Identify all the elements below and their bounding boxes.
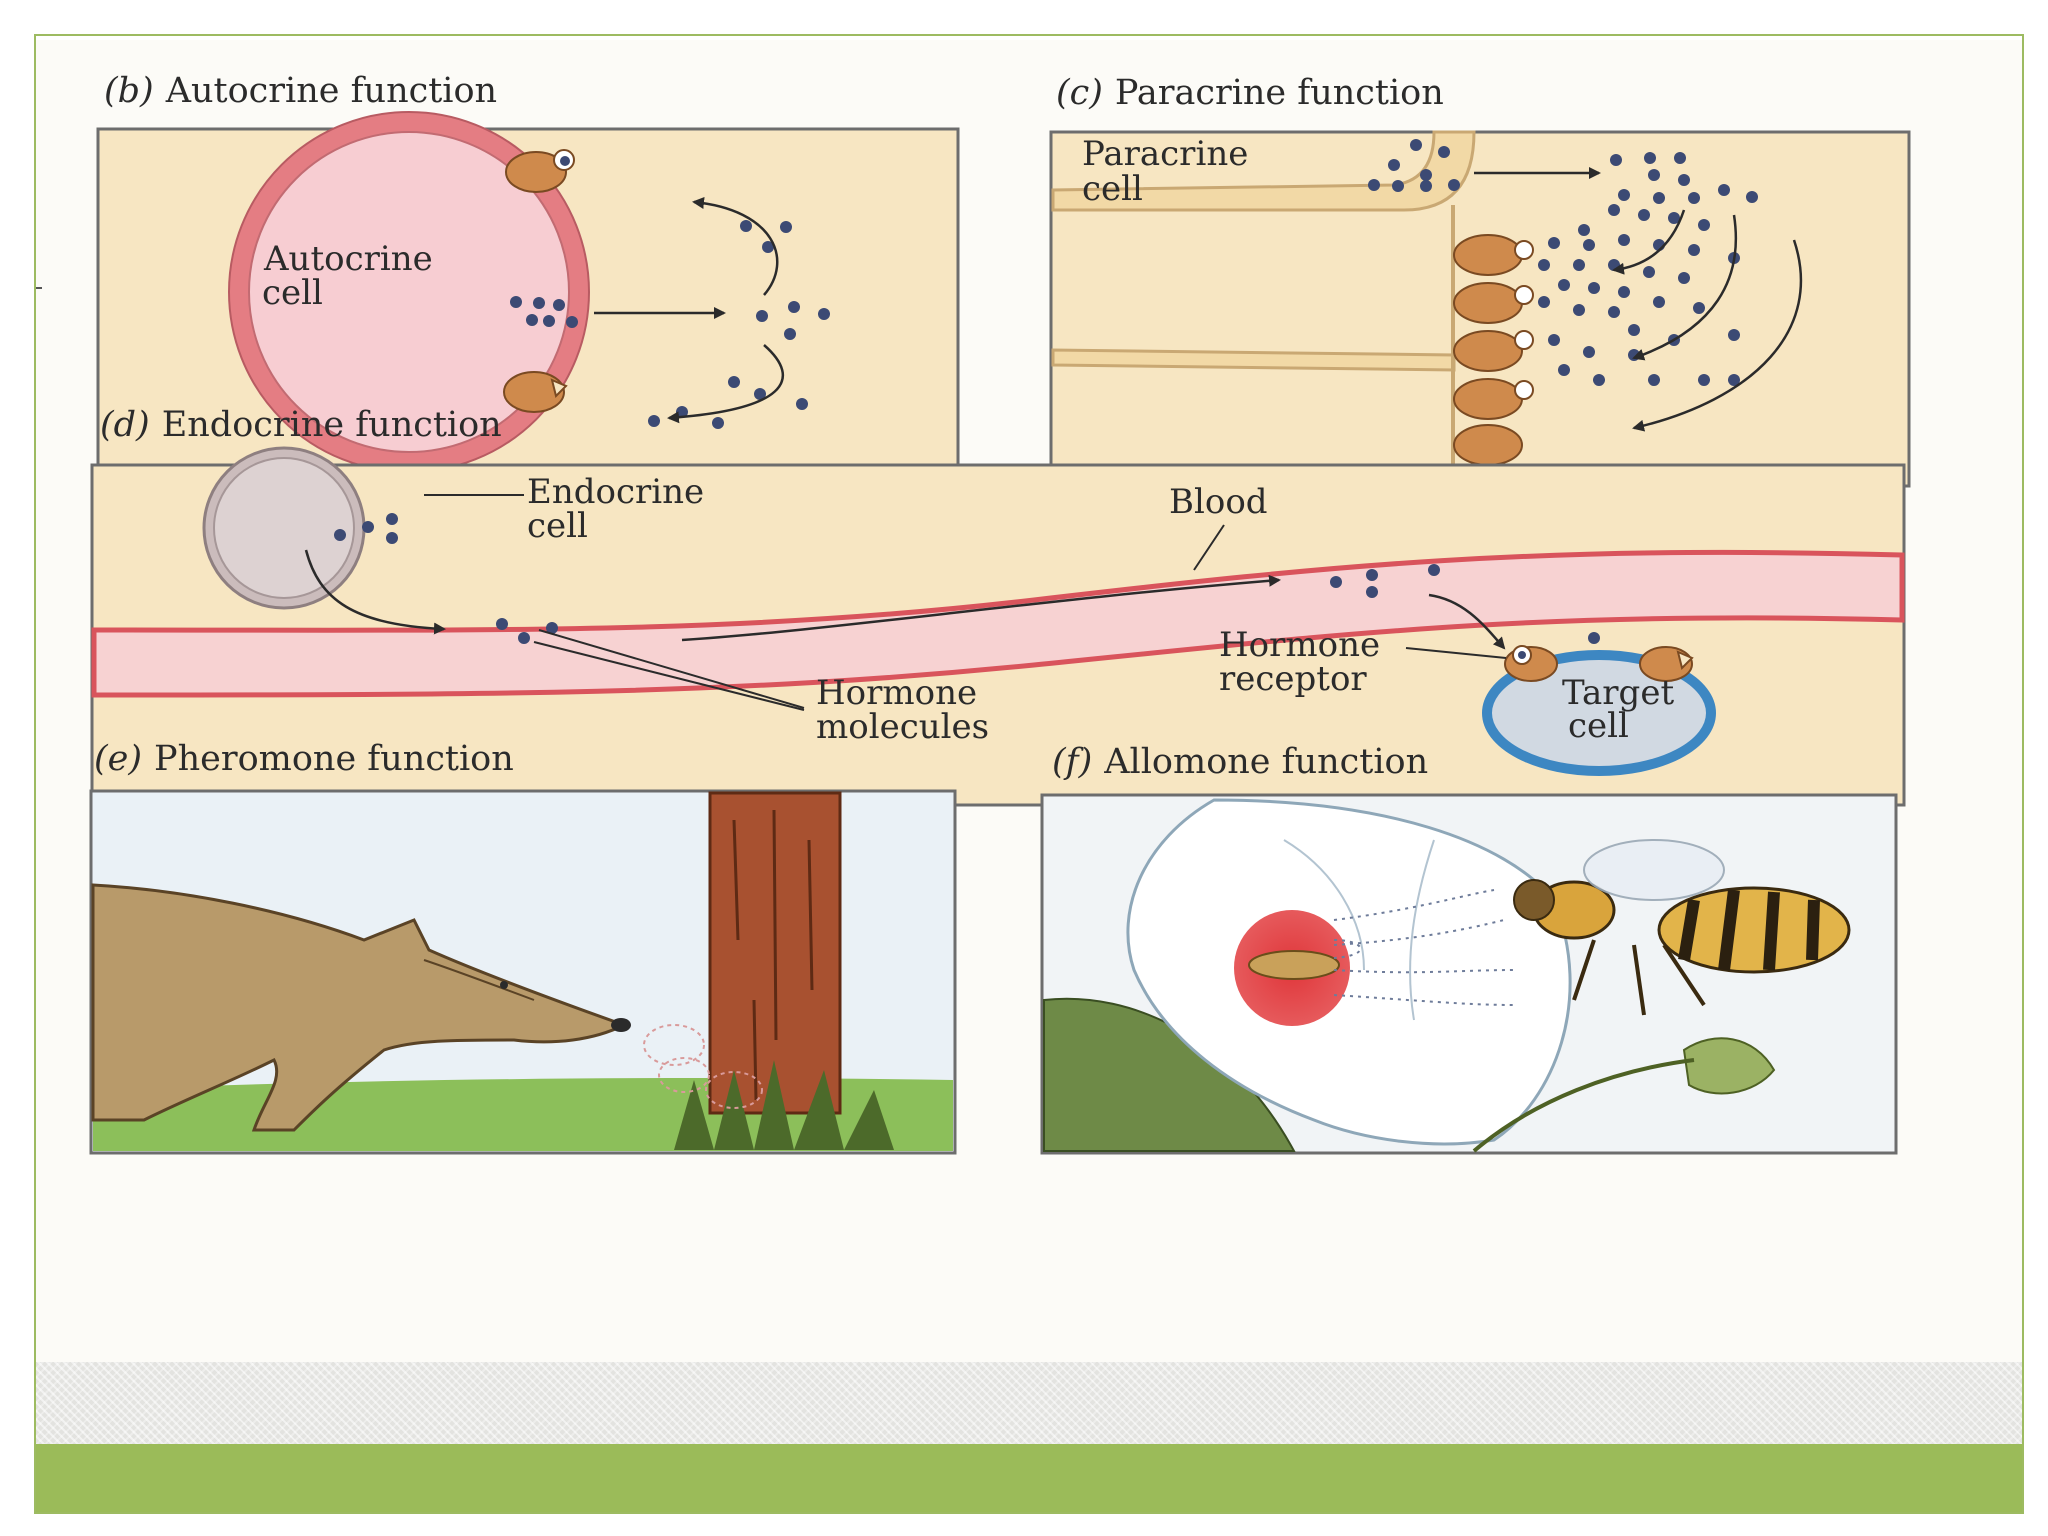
target-cell bbox=[1482, 650, 1716, 776]
tree-trunk-illustration bbox=[674, 791, 894, 1150]
target-cell-label-2: cell bbox=[1568, 706, 1629, 746]
paracrine-receptor-chain bbox=[1453, 234, 1523, 466]
receptor-label-1: Hormone bbox=[1219, 625, 1380, 665]
autocrine-molecules bbox=[510, 220, 830, 429]
figure-canvas: (b) Autocrine function Autocrine cell bbox=[89, 71, 1911, 1155]
endocrine-cell-label-2: cell bbox=[527, 506, 588, 546]
blood-vessel bbox=[91, 549, 1905, 698]
receptor-icon bbox=[505, 149, 575, 193]
paracrine-panel-title: (c) Paracrine function bbox=[1056, 73, 1444, 113]
autocrine-panel: (b) Autocrine function Autocrine cell bbox=[96, 71, 960, 485]
bee-illustration bbox=[1513, 839, 1851, 1016]
endocrine-molecules bbox=[334, 513, 1440, 644]
pheromone-title-text: Pheromone function bbox=[154, 739, 514, 779]
endocrine-panel-title: (d) Endocrine function bbox=[100, 405, 502, 445]
autocrine-cell-interior bbox=[248, 131, 570, 453]
molecules-label-2: molecules bbox=[816, 707, 989, 747]
endocrine-letter: (d) bbox=[100, 405, 150, 445]
paracrine-arrows bbox=[1474, 167, 1803, 432]
autocrine-letter: (b) bbox=[104, 71, 154, 111]
autocrine-panel-title: (b) Autocrine function bbox=[104, 71, 497, 111]
blood-label: Blood bbox=[1169, 482, 1268, 522]
allomone-title-text: Allomone function bbox=[1103, 742, 1428, 782]
autocrine-cell-label-1: Autocrine bbox=[263, 239, 433, 279]
receptor-label-2: receptor bbox=[1219, 659, 1367, 699]
endocrine-title-text: Endocrine function bbox=[162, 405, 502, 445]
receptor-icon bbox=[1514, 240, 1534, 400]
endocrine-arrows bbox=[304, 549, 1506, 650]
paracrine-title-text: Paracrine function bbox=[1115, 73, 1444, 113]
autocrine-arrows bbox=[594, 197, 784, 424]
paracrine-panel: (c) Paracrine function Paracrine cell bbox=[1049, 73, 1911, 488]
scent-trail bbox=[643, 1024, 763, 1109]
allomone-scent bbox=[1333, 889, 1515, 1006]
receptor-leader bbox=[1405, 647, 1507, 659]
autocrine-cell-label-2: cell bbox=[262, 273, 323, 313]
hormone-function-figure: (b) Autocrine function Autocrine cell bbox=[34, 40, 2024, 1362]
allomone-panel-title: (f) Allomone function bbox=[1052, 742, 1428, 782]
receptor-icon bbox=[1504, 645, 1558, 682]
footer-green-bar bbox=[34, 1444, 2024, 1514]
pheromone-panel: (e) Pheromone function bbox=[89, 739, 957, 1155]
free-hormone-molecule bbox=[1588, 632, 1600, 644]
pheromone-letter: (e) bbox=[94, 739, 142, 779]
footer-texture-band bbox=[34, 1362, 2024, 1444]
endocrine-panel: (d) Endocrine function Endocrine cell Blo… bbox=[90, 405, 1906, 807]
paracrine-letter: (c) bbox=[1056, 73, 1103, 113]
endocrine-cell-inner bbox=[213, 457, 355, 599]
pheromone-panel-title: (e) Pheromone function bbox=[94, 739, 514, 779]
flower-illustration bbox=[1043, 798, 1776, 1153]
target-cell-label-1: Target bbox=[1562, 673, 1674, 713]
paracrine-cell-label-2: cell bbox=[1082, 169, 1143, 209]
endocrine-cell-label-1: Endocrine bbox=[527, 472, 704, 512]
paracrine-cell-label-1: Paracrine bbox=[1082, 134, 1248, 174]
paracrine-molecules bbox=[1368, 139, 1758, 386]
receptor-icon bbox=[503, 371, 568, 413]
blood-leader bbox=[1193, 524, 1225, 571]
wolf-illustration bbox=[91, 883, 631, 1132]
allomone-panel: (f) Allomone function bbox=[1040, 742, 1898, 1155]
slide-edge-mark bbox=[34, 287, 42, 289]
allomone-letter: (f) bbox=[1052, 742, 1092, 782]
molecules-label-1: Hormone bbox=[816, 673, 977, 713]
autocrine-title-text: Autocrine function bbox=[165, 71, 497, 111]
receptor-icon bbox=[1639, 646, 1694, 682]
molecules-leaders bbox=[533, 629, 805, 711]
